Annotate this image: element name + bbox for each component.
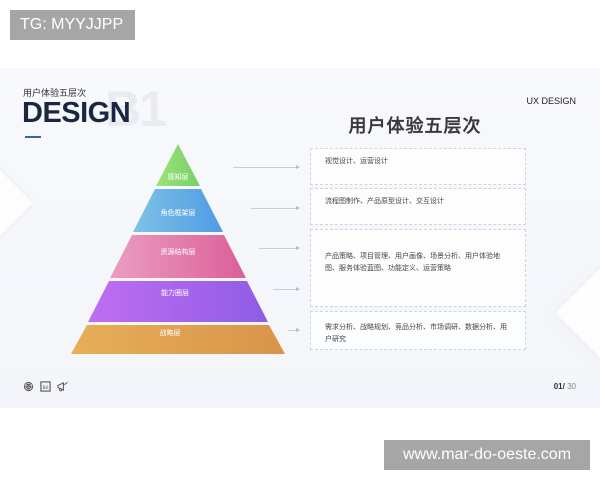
pyramid-layer-1 xyxy=(156,144,200,186)
description-box-2: 流程图制作、产品原型设计、交互设计 xyxy=(310,188,526,225)
megaphone-icon[interactable] xyxy=(57,381,68,392)
description-text-3: 产品策略、项目管理、用户画像、场景分析、用户体验地图、服务体验蓝图、功能定义、运… xyxy=(325,252,500,272)
pyramid-layer-2 xyxy=(133,189,223,232)
description-box-3: 产品策略、项目管理、用户画像、场景分析、用户体验地图、服务体验蓝图、功能定义、运… xyxy=(310,229,526,307)
pyramid-label-4: 能力圈层 xyxy=(161,289,189,297)
ux-design-label: UX DESIGN xyxy=(526,96,576,106)
arrow-layer-2 xyxy=(251,206,300,210)
page-current: 01 xyxy=(553,382,563,391)
arrow-layer-3 xyxy=(259,246,300,250)
title-accent-bar xyxy=(25,136,41,138)
description-text-4: 需求分析、战略规划、竞品分析、市场调研、数据分析、用户研究 xyxy=(325,323,507,343)
pyramid-label-1: 感知层 xyxy=(167,173,189,181)
dribbble-icon[interactable] xyxy=(23,381,34,392)
main-heading: 用户体验五层次 xyxy=(348,116,482,137)
pyramid-label-2: 角色框架层 xyxy=(160,209,196,217)
page-separator: / xyxy=(562,382,565,391)
arrow-layer-1 xyxy=(233,165,300,169)
page-indicator: 01/ 30 xyxy=(554,382,576,391)
decorative-diamond-left xyxy=(0,160,33,246)
pyramid-layer-5 xyxy=(70,325,286,354)
footer-icons: Bē xyxy=(23,381,68,392)
slide: B1 用户体验五层次 DESIGN UX DESIGN 用户体验五层次 感知层 … xyxy=(0,68,600,408)
svg-text:Bē: Bē xyxy=(43,385,49,391)
page-total: 30 xyxy=(567,382,576,391)
header-subtitle: 用户体验五层次 xyxy=(23,89,87,99)
arrow-layer-5 xyxy=(288,328,300,332)
arrow-layer-4 xyxy=(273,287,300,291)
watermark-top-left: TG: MYYJJPP xyxy=(10,10,135,40)
watermark-bottom-right: www.mar-do-oeste.com xyxy=(384,440,590,470)
description-box-4: 需求分析、战略规划、竞品分析、市场调研、数据分析、用户研究 xyxy=(310,311,526,350)
behance-icon[interactable]: Bē xyxy=(40,381,51,392)
description-text-1: 视觉设计、运营设计 xyxy=(325,157,388,165)
pyramid-diagram xyxy=(70,144,286,354)
section-number: B1 xyxy=(105,81,167,137)
description-box-1: 视觉设计、运营设计 xyxy=(310,148,526,185)
pyramid-layer-3 xyxy=(110,235,246,278)
description-text-2: 流程图制作、产品原型设计、交互设计 xyxy=(325,197,444,205)
pyramid-label-5: 战略层 xyxy=(159,329,181,337)
pyramid-layer-4 xyxy=(88,281,268,322)
decorative-diamond-right xyxy=(555,263,600,363)
pyramid-label-3: 资源结构层 xyxy=(160,248,196,256)
page-title: DESIGN xyxy=(22,97,131,129)
